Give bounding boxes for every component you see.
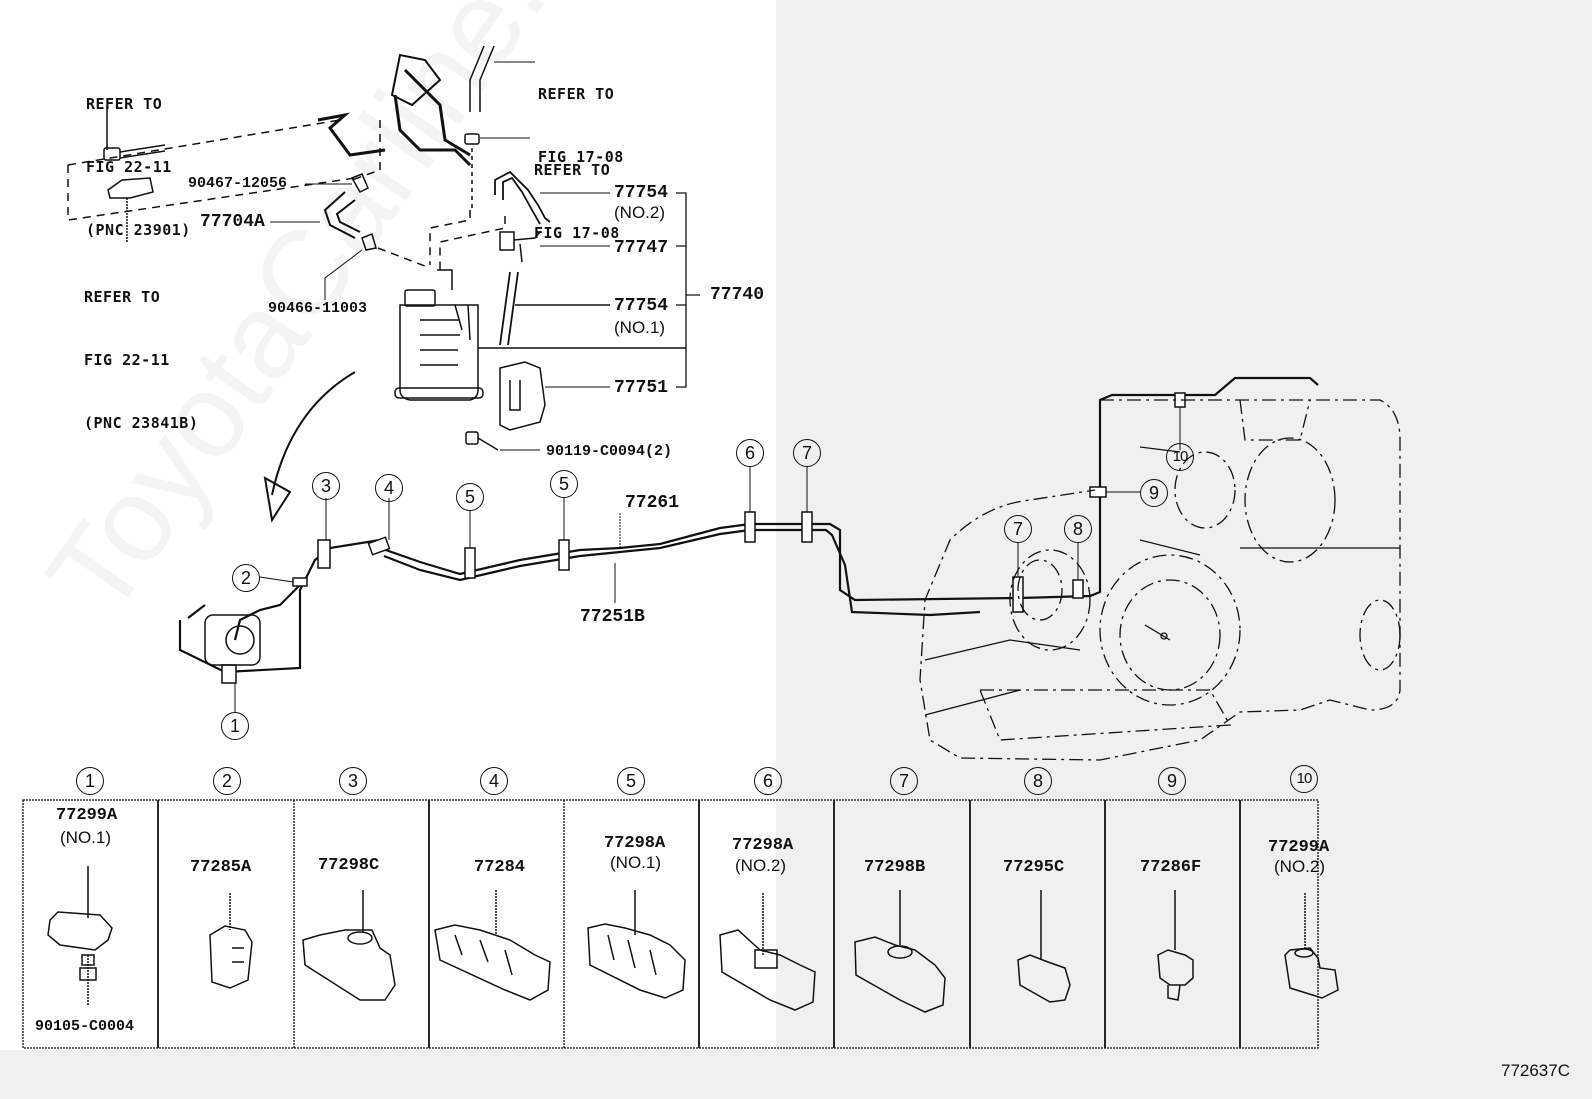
- reference-label-pnc23841b: REFER TO FIG 22-11 (PNC 23841B): [84, 245, 198, 455]
- clamp-90467-12056: [305, 173, 369, 193]
- clamp-part-77284[interactable]: 77284: [474, 858, 526, 877]
- clamp-90466-11003: [324, 232, 431, 300]
- hose-fig1708: [469, 45, 495, 112]
- clamp-drawing-9: [1157, 890, 1194, 1001]
- clamp-part-77298b[interactable]: 77298B: [864, 858, 926, 877]
- clamp-index-2: 2: [213, 767, 241, 795]
- clamp-drawing-10: [1284, 893, 1339, 999]
- callout-5-first[interactable]: 5: [456, 483, 484, 511]
- callout-1[interactable]: 1: [221, 712, 249, 740]
- reference-line: FIG 22-11: [84, 351, 170, 369]
- reference-line: (PNC 23841B): [84, 414, 199, 432]
- clamp-sub-no1: (NO.1): [610, 853, 661, 872]
- connector-pnc23901: [103, 105, 166, 161]
- clamp-drawing-1: [47, 866, 113, 1005]
- hose-77704a: [323, 191, 361, 239]
- reference-line: FIG 22-11: [86, 158, 172, 176]
- clamp-sub-no2: (NO.2): [1274, 857, 1325, 876]
- figure-code: 772637C: [1500, 1061, 1570, 1080]
- clamp-table-frame: [22, 799, 1319, 1049]
- clamp-part-77299a-no1[interactable]: 77299A: [56, 806, 118, 825]
- clamp-index-3: 3: [339, 767, 367, 795]
- clamp-drawing-3: [302, 890, 396, 1001]
- clamp-part-77298a-no2[interactable]: 77298A: [732, 836, 794, 855]
- clamp-part-77298c[interactable]: 77298C: [318, 856, 380, 875]
- dashed-bracket-left: [67, 119, 356, 221]
- clamp-drawing-2: [209, 893, 253, 989]
- part-label-77747[interactable]: 77747: [614, 238, 669, 258]
- clamp-drawing-8: [1017, 890, 1071, 1003]
- part-label-90467-12056[interactable]: 90467-12056: [188, 175, 288, 192]
- part-label-77704a[interactable]: 77704A: [200, 212, 265, 232]
- hose-77754-no1: [499, 271, 519, 346]
- reference-line: REFER TO: [86, 95, 163, 113]
- clamp-part-77286f[interactable]: 77286F: [1140, 858, 1202, 877]
- callout-7-second[interactable]: 7: [1004, 515, 1032, 543]
- clamp-part-77295c[interactable]: 77295C: [1003, 858, 1065, 877]
- clamp-index-10: 10: [1290, 765, 1318, 793]
- clamp-part-77285a[interactable]: 77285A: [190, 858, 252, 877]
- clamp-index-9: 9: [1158, 767, 1186, 795]
- clamp-part-77298a-no1[interactable]: 77298A: [604, 834, 666, 853]
- reference-label-pnc23901: REFER TO FIG 22-11 (PNC 23901): [86, 52, 191, 262]
- reference-line: FIG 17-08: [534, 224, 620, 242]
- connector-77747: [499, 231, 541, 263]
- hose-77754-no2: [494, 170, 551, 225]
- rear-canister-shape: [204, 614, 261, 666]
- clamp-index-4: 4: [480, 767, 508, 795]
- clamp-index-8: 8: [1024, 767, 1052, 795]
- part-label-77751[interactable]: 77751: [614, 378, 669, 398]
- connector-pnc23841b: [107, 177, 154, 242]
- reference-line: REFER TO: [534, 161, 611, 179]
- part-label-77740[interactable]: 77740: [710, 285, 765, 305]
- bracket-77751: [499, 361, 546, 431]
- part-label-77754-no2[interactable]: 77754: [614, 183, 669, 203]
- callout-6[interactable]: 6: [736, 439, 764, 467]
- fuel-tank-outline: [919, 399, 1401, 761]
- part-sublabel-77754-no1: (NO.1): [614, 318, 665, 337]
- clamp-drawing-6: [719, 893, 816, 1011]
- callout-10[interactable]: 10: [1166, 443, 1194, 471]
- callout-4[interactable]: 4: [375, 474, 403, 502]
- reference-line: FIG 17-08: [538, 148, 624, 166]
- charcoal-canister: [394, 269, 484, 401]
- reference-label-fig1708-b: REFER TO FIG 17-08: [534, 118, 620, 265]
- callout-5-second[interactable]: 5: [550, 470, 578, 498]
- reference-line: (PNC 23901): [86, 221, 191, 239]
- hose-assembly-top: [317, 53, 472, 167]
- clamp-index-5: 5: [617, 767, 645, 795]
- reference-line: REFER TO: [84, 288, 161, 306]
- bolt-90119-c0094: [465, 431, 540, 451]
- clamp-part-77299a-no2[interactable]: 77299A: [1268, 838, 1330, 857]
- direction-arrow: [263, 371, 356, 523]
- group-bracket-77740: [676, 192, 700, 388]
- clamp-index-1: 1: [76, 767, 104, 795]
- reference-label-fig1708-a: REFER TO FIG 17-08: [538, 42, 624, 189]
- reference-line: REFER TO: [538, 85, 615, 103]
- clamp-sub-no2: (NO.2): [735, 856, 786, 875]
- clamp-drawing-7: [854, 890, 946, 1013]
- part-sublabel-77754-no2: (NO.2): [614, 203, 665, 222]
- part-label-90466-11003[interactable]: 90466-11003: [268, 300, 368, 317]
- callout-2[interactable]: 2: [232, 564, 260, 592]
- clamp-index-7: 7: [890, 767, 918, 795]
- clamp-drawing-4: [434, 890, 551, 1001]
- clamp-index-6: 6: [754, 767, 782, 795]
- callout-7-first[interactable]: 7: [793, 439, 821, 467]
- callout-8[interactable]: 8: [1064, 515, 1092, 543]
- part-label-77754-no1[interactable]: 77754: [614, 296, 669, 316]
- clamp-drawing-5: [587, 890, 686, 999]
- clamp-sub-no1: (NO.1): [60, 828, 111, 847]
- callout-3[interactable]: 3: [312, 472, 340, 500]
- part-label-77261[interactable]: 77261: [625, 493, 680, 513]
- clip-fig1708: [464, 133, 530, 210]
- clamp-bolt-90105-c0004[interactable]: 90105-C0004: [35, 1018, 135, 1035]
- callout-leaders: [234, 407, 1181, 712]
- diagram-background-left: [0, 0, 776, 1050]
- part-label-90119-c0094[interactable]: 90119-C0094(2): [546, 443, 673, 460]
- part-label-77251b[interactable]: 77251B: [580, 607, 645, 627]
- callout-9[interactable]: 9: [1140, 479, 1168, 507]
